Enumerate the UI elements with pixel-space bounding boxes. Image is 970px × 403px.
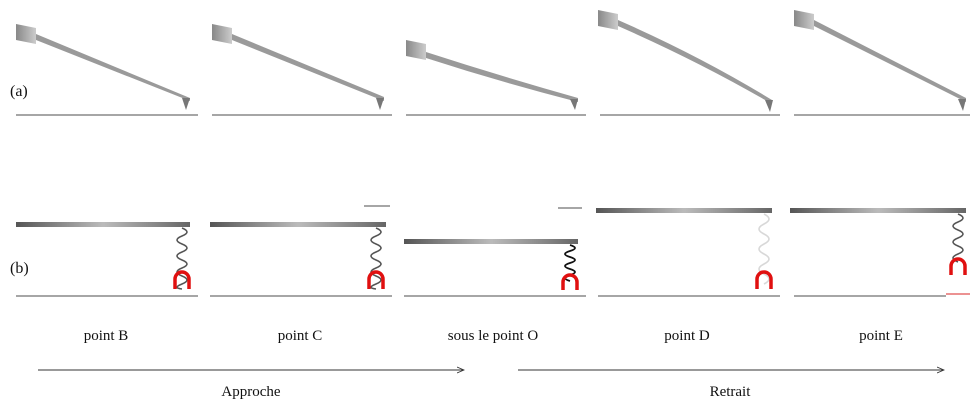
panel-a-3 xyxy=(406,40,586,116)
row-label-a: (a) xyxy=(10,83,28,100)
point-label-d: point D xyxy=(664,328,710,344)
panel-b-2 xyxy=(210,205,392,297)
point-label-o: sous le point O xyxy=(448,328,539,344)
retract-label: Retrait xyxy=(710,384,752,400)
point-label-b: point B xyxy=(84,328,129,344)
point-label-e: point E xyxy=(859,328,903,344)
panel-a-1 xyxy=(16,24,198,116)
panel-b-3 xyxy=(404,207,586,297)
panel-b-5 xyxy=(790,208,970,297)
panel-a-5 xyxy=(794,10,970,116)
panel-a-2 xyxy=(212,24,392,116)
point-label-c: point C xyxy=(278,328,323,344)
panel-b-1 xyxy=(16,222,198,297)
approach-label: Approche xyxy=(221,384,280,400)
row-label-b: (b) xyxy=(10,260,29,277)
panel-a-4 xyxy=(598,10,780,116)
panel-b-4 xyxy=(596,208,780,297)
